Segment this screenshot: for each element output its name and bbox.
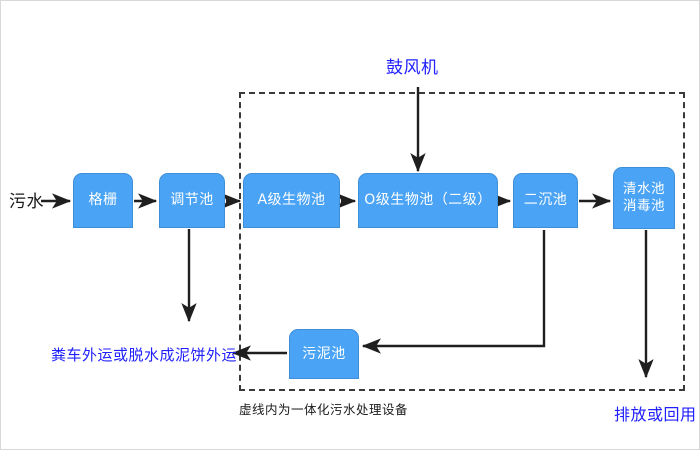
node-clear-water-disinfection-tank[interactable]: 清水池 消毒池	[613, 167, 675, 229]
node-regulating-tank-label: 调节池	[170, 192, 214, 209]
blower-label: 鼓风机	[386, 58, 439, 78]
node-o-stage-biological-tank[interactable]: O级生物池（二级）	[358, 173, 498, 228]
node-secondary-settling-tank[interactable]: 二沉池	[513, 173, 578, 228]
integrated-equipment-boundary	[239, 92, 685, 391]
node-a-stage-biological-tank-label: A级生物池	[257, 192, 326, 209]
inlet-label: 污水	[9, 192, 44, 212]
node-sludge-tank-label: 污泥池	[302, 345, 346, 362]
dashed-region-caption: 虚线内为一体化污水处理设备	[239, 402, 409, 417]
sludge-disposal-label: 粪车外运或脱水成泥饼外运	[51, 346, 238, 364]
node-sludge-tank[interactable]: 污泥池	[289, 329, 359, 379]
effluent-label: 排放或回用	[614, 405, 697, 424]
node-grid[interactable]: 格栅	[73, 173, 133, 228]
node-secondary-settling-tank-label: 二沉池	[523, 192, 568, 209]
node-a-stage-biological-tank[interactable]: A级生物池	[243, 173, 340, 228]
node-clear-water-tank-label: 清水池	[623, 181, 665, 198]
node-disinfection-tank-label: 消毒池	[623, 198, 665, 214]
node-o-stage-biological-tank-label: O级生物池（二级）	[364, 192, 492, 209]
node-regulating-tank[interactable]: 调节池	[159, 173, 225, 228]
node-grid-label: 格栅	[88, 192, 118, 209]
